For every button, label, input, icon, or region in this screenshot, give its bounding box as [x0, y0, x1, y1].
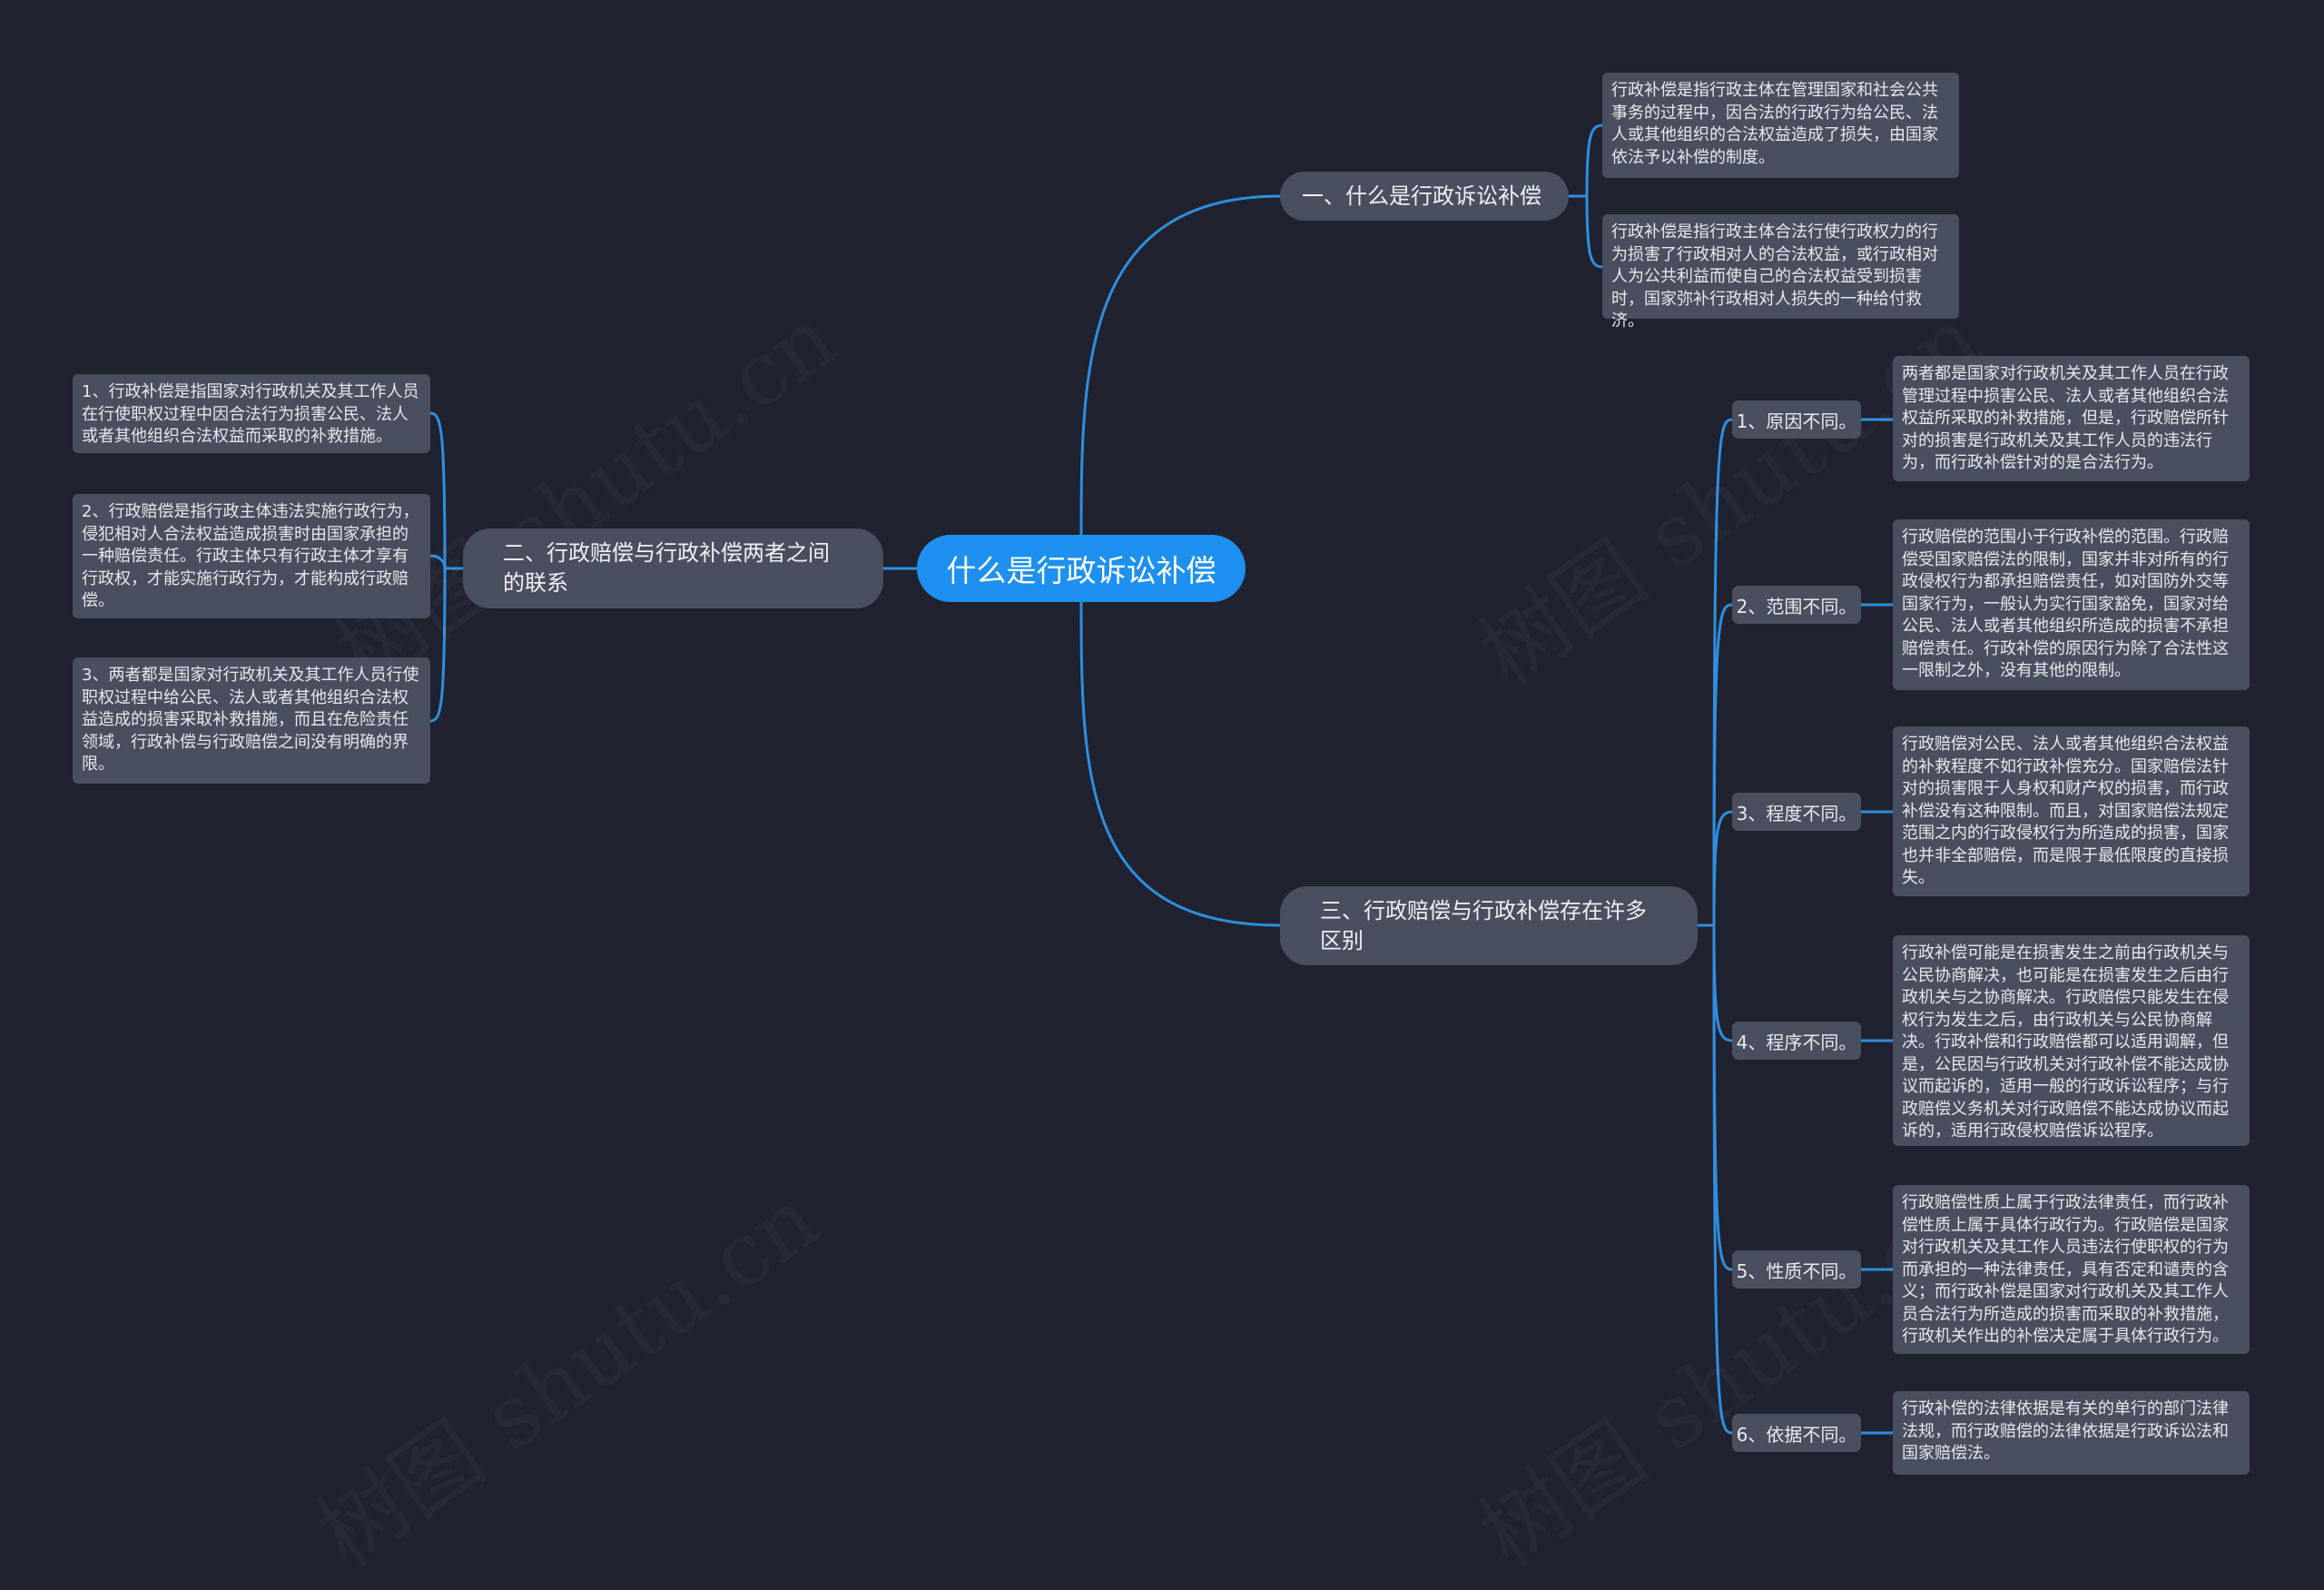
leaf-node[interactable]: 行政补偿的法律依据是有关的单行的部门法律法规，而行政赔偿的法律依据是行政诉讼法和… — [1893, 1391, 2250, 1475]
sub-label: 4、程序不同。 — [1736, 1031, 1857, 1053]
leaf-text: 1、行政补偿是指国家对行政机关及其工作人员在行使职权过程中因合法行为损害公民、法… — [82, 382, 419, 446]
root-label: 什么是行政诉讼补偿 — [946, 553, 1216, 588]
leaf-text: 行政赔偿对公民、法人或者其他组织合法权益的补救程度不如行政补偿充分。国家赔偿法针… — [1902, 735, 2229, 887]
branch-node-differences[interactable]: 三、行政赔偿与行政补偿存在许多区别 — [1280, 886, 1698, 965]
connector-lines — [429, 123, 1893, 1435]
root-node[interactable]: 什么是行政诉讼补偿 — [917, 535, 1246, 602]
sub-label: 5、性质不同。 — [1736, 1259, 1857, 1282]
leaf-text: 2、行政赔偿是指行政主体违法实施行政行为，侵犯相对人合法权益造成损害时由国家承担… — [82, 502, 419, 610]
leaf-text: 行政赔偿性质上属于行政法律责任，而行政补偿性质上属于具体行政行为。行政赔偿是国家… — [1902, 1193, 2229, 1346]
leaf-node[interactable]: 行政补偿可能是在损害发生之前由行政机关与公民协商解决，也可能是在损害发生之后由行… — [1893, 935, 2250, 1146]
leaf-text: 行政补偿是指行政主体在管理国家和社会公共事务的过程中，因合法的行政行为给公民、法… — [1611, 81, 1938, 167]
branch-node-what-is[interactable]: 一、什么是行政诉讼补偿 — [1280, 172, 1569, 221]
leaf-node[interactable]: 1、行政补偿是指国家对行政机关及其工作人员在行使职权过程中因合法行为损害公民、法… — [73, 374, 430, 453]
leaf-node[interactable]: 行政赔偿的范围小于行政补偿的范围。行政赔偿受国家赔偿法的限制，国家并非对所有的行… — [1893, 519, 2250, 690]
leaf-text: 行政赔偿的范围小于行政补偿的范围。行政赔偿受国家赔偿法的限制，国家并非对所有的行… — [1902, 528, 2229, 680]
sub-node-scope[interactable]: 2、范围不同。 — [1732, 586, 1861, 624]
leaf-node[interactable]: 2、行政赔偿是指行政主体违法实施行政行为，侵犯相对人合法权益造成损害时由国家承担… — [73, 494, 430, 618]
sub-node-degree[interactable]: 3、程度不同。 — [1732, 793, 1861, 831]
leaf-node[interactable]: 3、两者都是国家对行政机关及其工作人员行使职权过程中给公民、法人或者其他组织合法… — [73, 657, 430, 784]
sub-node-nature[interactable]: 5、性质不同。 — [1732, 1250, 1861, 1289]
branch-node-connection[interactable]: 二、行政赔偿与行政补偿两者之间的联系 — [463, 528, 883, 608]
branch-label: 一、什么是行政诉讼补偿 — [1302, 183, 1541, 209]
leaf-node[interactable]: 两者都是国家对行政机关及其工作人员在行政管理过程中损害公民、法人或者其他组织合法… — [1893, 356, 2250, 481]
sub-node-procedure[interactable]: 4、程序不同。 — [1732, 1022, 1861, 1060]
leaf-node[interactable]: 行政赔偿对公民、法人或者其他组织合法权益的补救程度不如行政补偿充分。国家赔偿法针… — [1893, 726, 2250, 896]
branch-label: 二、行政赔偿与行政补偿两者之间的联系 — [503, 540, 830, 596]
branch-label: 三、行政赔偿与行政补偿存在许多区别 — [1320, 897, 1647, 953]
sub-label: 1、原因不同。 — [1736, 410, 1857, 432]
leaf-text: 3、两者都是国家对行政机关及其工作人员行使职权过程中给公民、法人或者其他组织合法… — [82, 666, 419, 774]
leaf-node[interactable]: 行政补偿是指行政主体在管理国家和社会公共事务的过程中，因合法的行政行为给公民、法… — [1602, 73, 1959, 178]
sub-label: 6、依据不同。 — [1736, 1423, 1857, 1446]
sub-label: 2、范围不同。 — [1736, 595, 1857, 617]
leaf-node[interactable]: 行政补偿是指行政主体合法行使行政权力的行为损害了行政相对人的合法权益，或行政相对… — [1602, 214, 1959, 331]
leaf-text: 行政补偿可能是在损害发生之前由行政机关与公民协商解决，也可能是在损害发生之后由行… — [1902, 943, 2229, 1141]
sub-label: 3、程度不同。 — [1736, 802, 1857, 825]
sub-node-cause[interactable]: 1、原因不同。 — [1732, 400, 1861, 439]
leaf-text: 行政补偿是指行政主体合法行使行政权力的行为损害了行政相对人的合法权益，或行政相对… — [1611, 222, 1938, 331]
leaf-text: 两者都是国家对行政机关及其工作人员在行政管理过程中损害公民、法人或者其他组织合法… — [1902, 364, 2229, 472]
leaf-node[interactable]: 行政赔偿性质上属于行政法律责任，而行政补偿性质上属于具体行政行为。行政赔偿是国家… — [1893, 1185, 2250, 1354]
sub-node-basis[interactable]: 6、依据不同。 — [1732, 1414, 1861, 1452]
leaf-text: 行政补偿的法律依据是有关的单行的部门法律法规，而行政赔偿的法律依据是行政诉讼法和… — [1902, 1399, 2229, 1463]
